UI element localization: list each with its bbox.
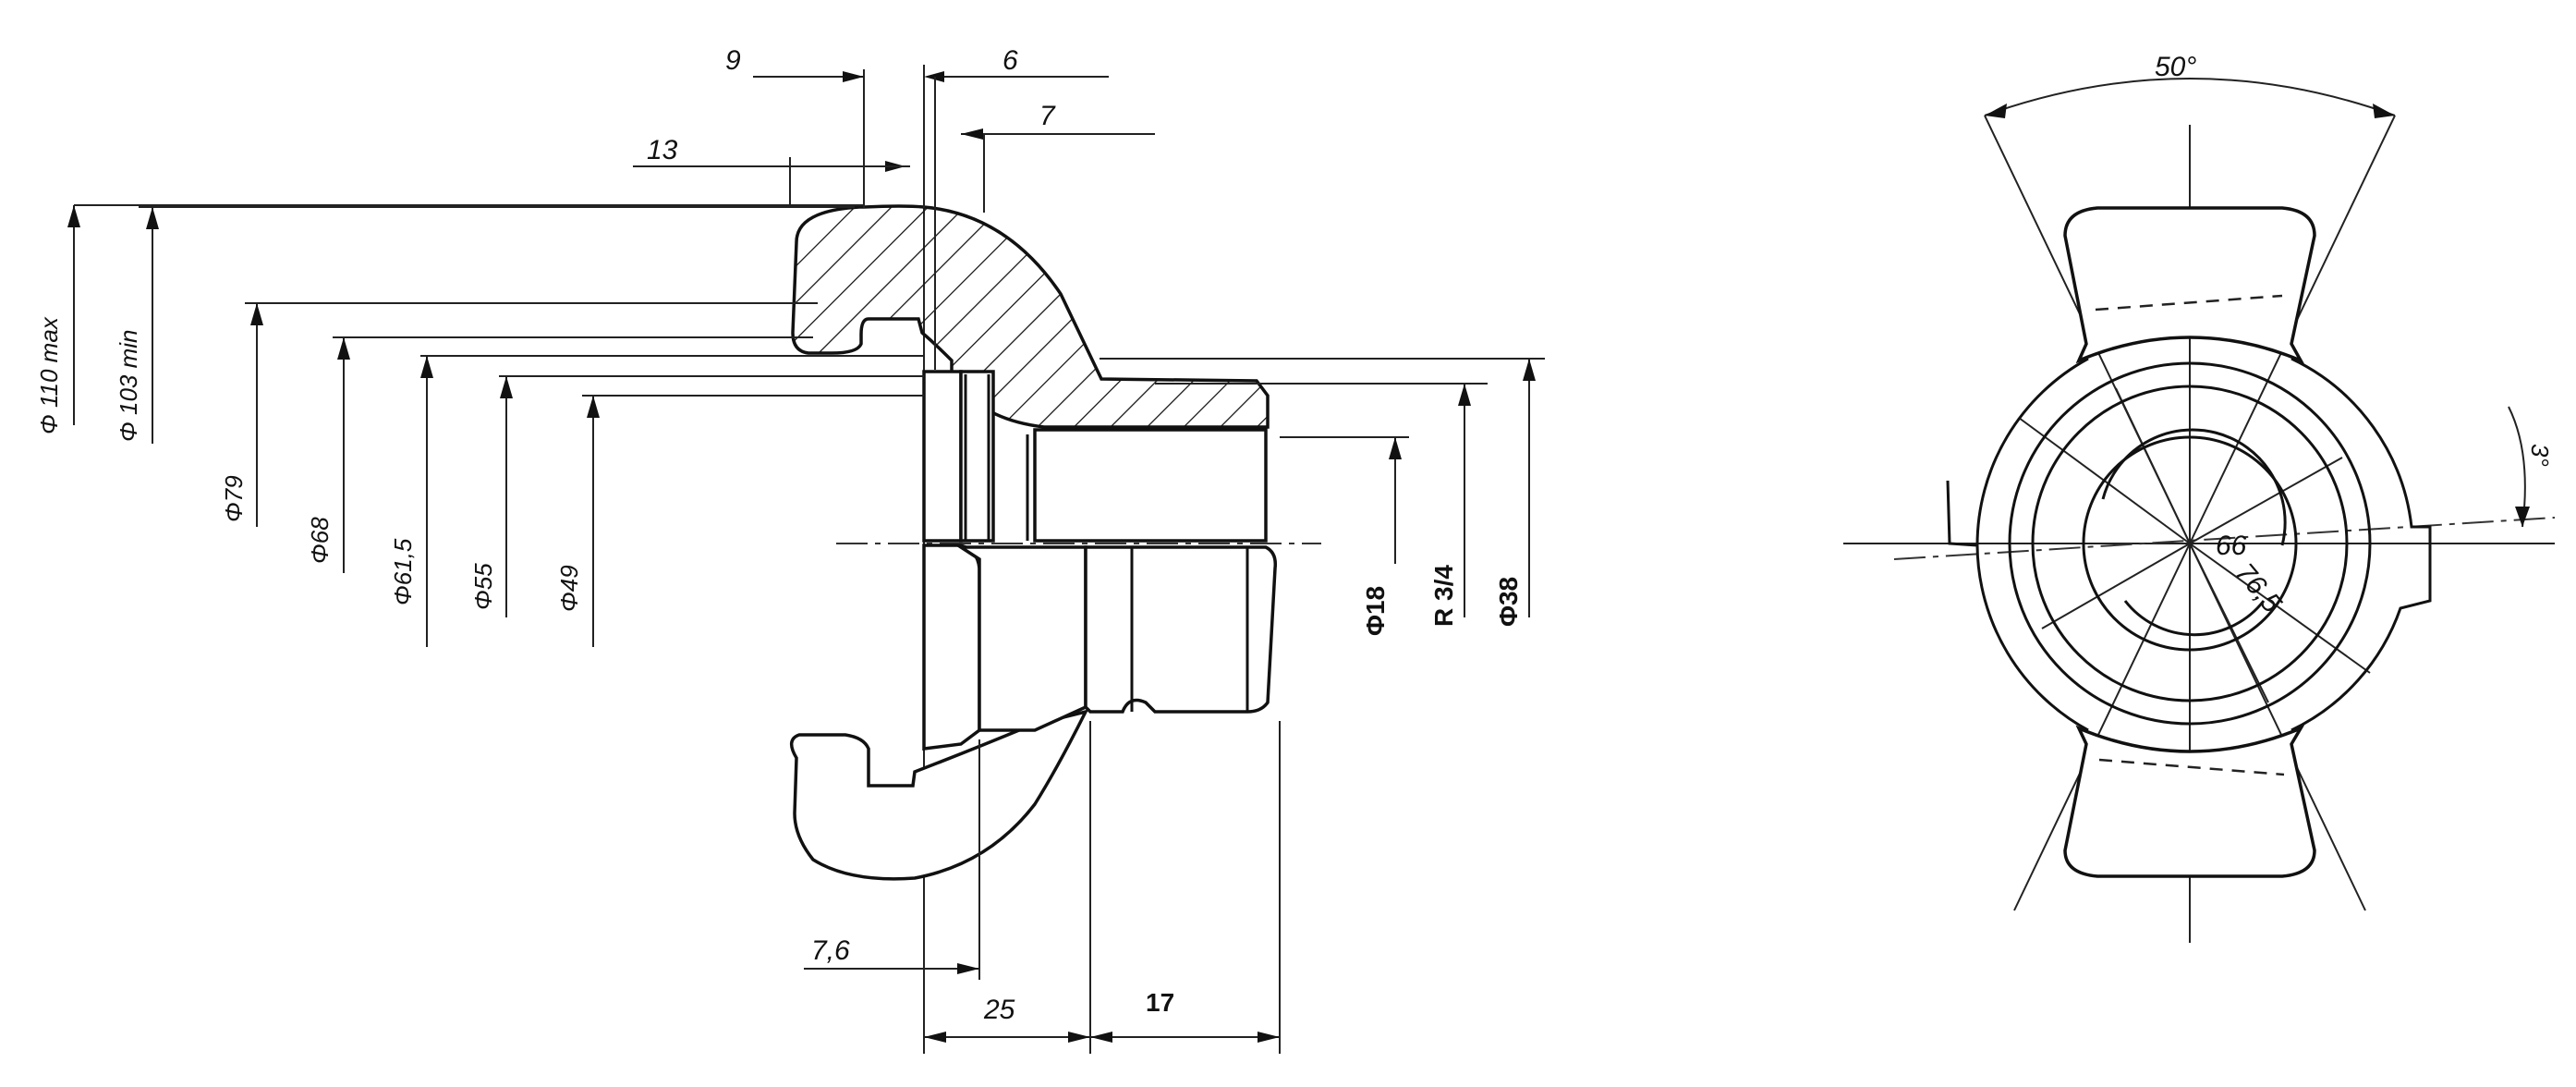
top-dims <box>633 69 1155 370</box>
angle-line-left-low <box>2013 543 2191 911</box>
upper-hatched-section <box>791 204 1270 429</box>
bottom-dims <box>804 721 1281 1054</box>
ring-inner-arc <box>2101 428 2287 546</box>
dim-label-6: 6 <box>1002 45 1018 76</box>
ring-inner <box>2082 435 2298 652</box>
end-tilt-centerline <box>1893 517 2556 560</box>
ring-66 <box>2031 385 2349 702</box>
angle-label-3: 3° <box>2526 444 2554 467</box>
collar <box>959 370 995 543</box>
outer-ring <box>1946 357 2432 732</box>
dim-label-9: 9 <box>725 45 741 76</box>
dim-label-phi49: Φ49 <box>555 565 583 612</box>
dim-label-25: 25 <box>983 995 1015 1025</box>
dim-label-17: 17 <box>1146 988 1174 1017</box>
dim-label-phi110: Φ 110 max <box>35 316 63 434</box>
end-view: 50° 3° 66 76,5 <box>1843 52 2556 943</box>
radius-label-66: 66 <box>2216 531 2247 561</box>
dim-label-phi103: Φ 103 min <box>115 330 142 442</box>
dim-label-13: 13 <box>647 135 678 165</box>
angle-label-50: 50° <box>2155 52 2196 82</box>
dim-label-r34: R 3/4 <box>1429 565 1458 627</box>
thread-shank-upper <box>1033 428 1268 543</box>
lower-lug <box>2063 725 2316 878</box>
upper-lug-dash <box>2095 294 2283 311</box>
central-body <box>922 370 963 543</box>
lower-lug-dash <box>2098 758 2285 776</box>
collar-lower <box>955 545 1088 732</box>
radial-lines <box>2018 387 2371 703</box>
dim-label-phi38: Φ38 <box>1494 577 1523 627</box>
ring-765 <box>2008 361 2372 726</box>
dim-label-phi79: Φ79 <box>220 475 248 522</box>
lower-hook <box>790 709 1089 881</box>
upper-lug <box>2063 206 2316 364</box>
dim-label-7: 7 <box>1039 101 1056 131</box>
dim-label-76: 7,6 <box>811 935 850 966</box>
side-section-view: 9 6 7 13 Φ 110 max Φ 103 min Φ79 Φ68 Φ61… <box>35 45 1545 1054</box>
dim-label-phi18: Φ18 <box>1361 586 1390 636</box>
dim-lines-right <box>1389 359 1536 617</box>
radius-label-765: 76,5 <box>2230 557 2288 618</box>
dim-label-phi68: Φ68 <box>306 517 334 564</box>
angle-arc-50 <box>1984 78 2396 116</box>
dim-label-phi615: Φ61,5 <box>389 538 417 605</box>
dim-lines-left <box>67 205 600 647</box>
lower-body <box>922 544 981 751</box>
dim-label-phi55: Φ55 <box>469 563 497 610</box>
ring-inner-arc-2 <box>2123 600 2266 637</box>
